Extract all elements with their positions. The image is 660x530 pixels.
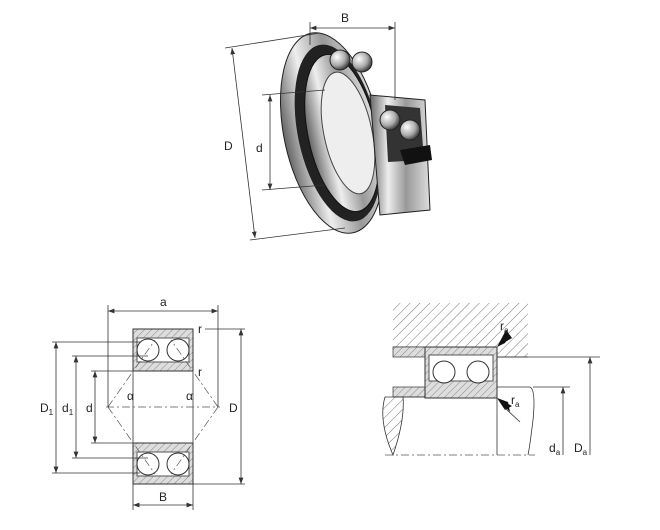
outer-diameter-label-D: D xyxy=(229,401,238,415)
contact-angle-label-left: α xyxy=(127,389,134,403)
shoulder-diameter-label-D1: D1 xyxy=(40,401,54,417)
fillet-radius-label-ra-bottom: ra xyxy=(511,393,520,409)
perspective-dimensions: B D d xyxy=(224,11,396,241)
bore-label-d: d xyxy=(86,401,93,415)
width-label-B: B xyxy=(341,11,349,25)
mounting-dimensions-view: ra ra da Da xyxy=(382,303,600,457)
width-label-B: B xyxy=(159,490,167,504)
bearing-3d-illustration xyxy=(279,32,432,234)
chamfer-label-r-top: r xyxy=(198,322,202,336)
shoulder-diameter-label-d1: d1 xyxy=(62,401,74,417)
pressure-center-label-a: a xyxy=(160,295,167,309)
housing-shoulder-label-Da: Da xyxy=(574,441,588,457)
outer-diameter-label-D: D xyxy=(224,139,233,153)
bore-diameter-label-d: d xyxy=(256,141,263,155)
bearing-section-view: a r r α α D1 d1 d D B xyxy=(40,295,245,510)
chamfer-label-r-mid: r xyxy=(198,365,202,379)
shaft-shoulder-label-da: da xyxy=(549,441,561,457)
contact-angle-label-right: α xyxy=(186,389,193,403)
fillet-radius-label-ra-top: ra xyxy=(500,319,509,335)
